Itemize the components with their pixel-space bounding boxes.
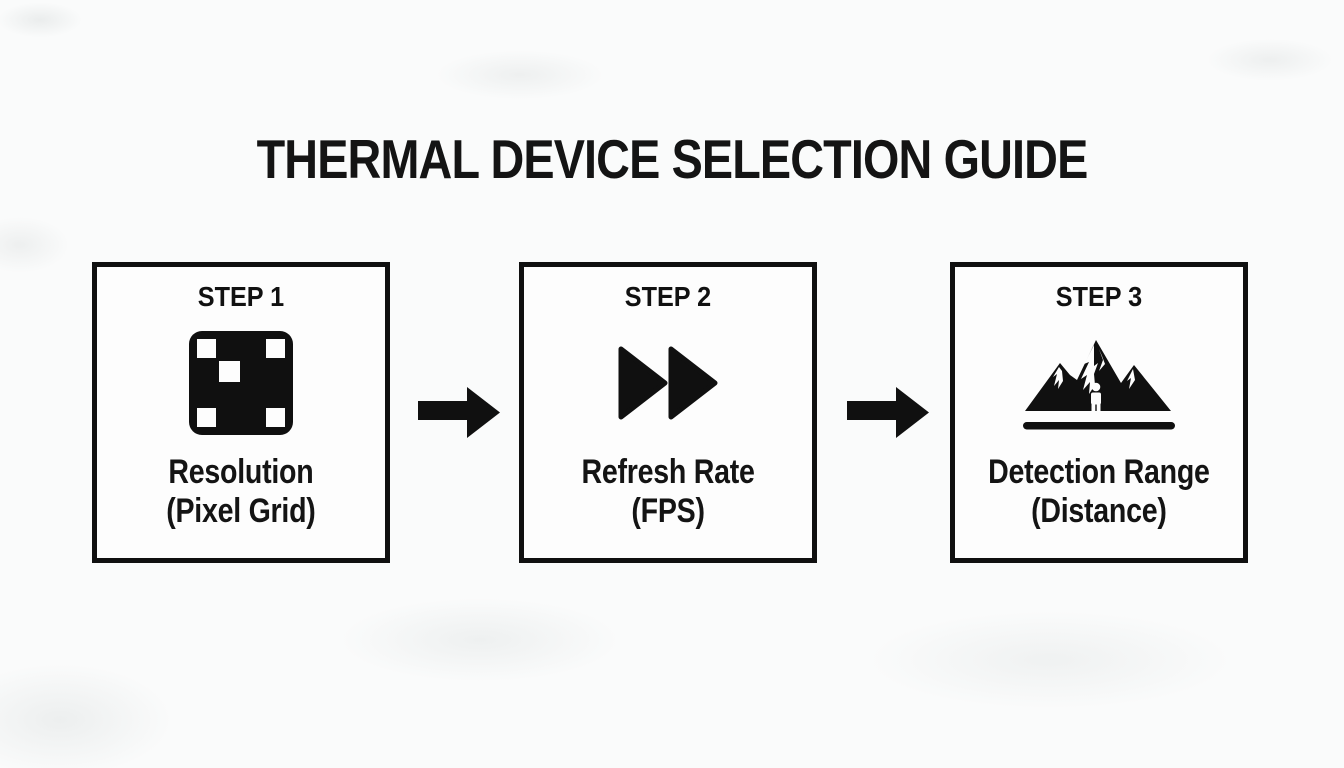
flow-arrow-2 xyxy=(847,387,929,438)
step-1-icon-area xyxy=(97,313,385,453)
step-2-caption: Refresh Rate (FPS) xyxy=(581,453,754,531)
step-2-caption-line2: (FPS) xyxy=(631,492,705,530)
person-icon xyxy=(1091,382,1101,391)
step-3-caption-line2: (Distance) xyxy=(1031,492,1167,530)
pixel-grid-icon xyxy=(189,331,293,435)
step-3-caption-line1: Detection Range xyxy=(988,453,1210,491)
step-1-caption-line2: (Pixel Grid) xyxy=(166,492,316,530)
step-1-caption-line1: Resolution xyxy=(168,453,314,491)
step-box-refresh-rate: STEP 2 Refresh Rate (FPS) xyxy=(519,262,817,563)
step-2-icon-area xyxy=(524,313,812,453)
step-box-detection-range: STEP 3 Detection Rang xyxy=(950,262,1248,563)
step-3-icon-area xyxy=(955,313,1243,453)
step-2-label: STEP 2 xyxy=(624,281,712,312)
step-box-resolution: STEP 1 Resolution (Pixel Grid) xyxy=(92,262,390,563)
step-2-caption-line1: Refresh Rate xyxy=(581,453,755,491)
fast-forward-icon xyxy=(618,346,718,420)
step-3-label: STEP 3 xyxy=(1055,281,1143,312)
mountain-range-icon xyxy=(1023,339,1175,429)
step-3-caption: Detection Range (Distance) xyxy=(988,453,1210,531)
flow-arrow-1 xyxy=(418,387,500,438)
step-1-label: STEP 1 xyxy=(197,281,285,312)
page-title: THERMAL DEVICE SELECTION GUIDE xyxy=(256,128,1089,190)
step-1-caption: Resolution (Pixel Grid) xyxy=(166,453,316,531)
